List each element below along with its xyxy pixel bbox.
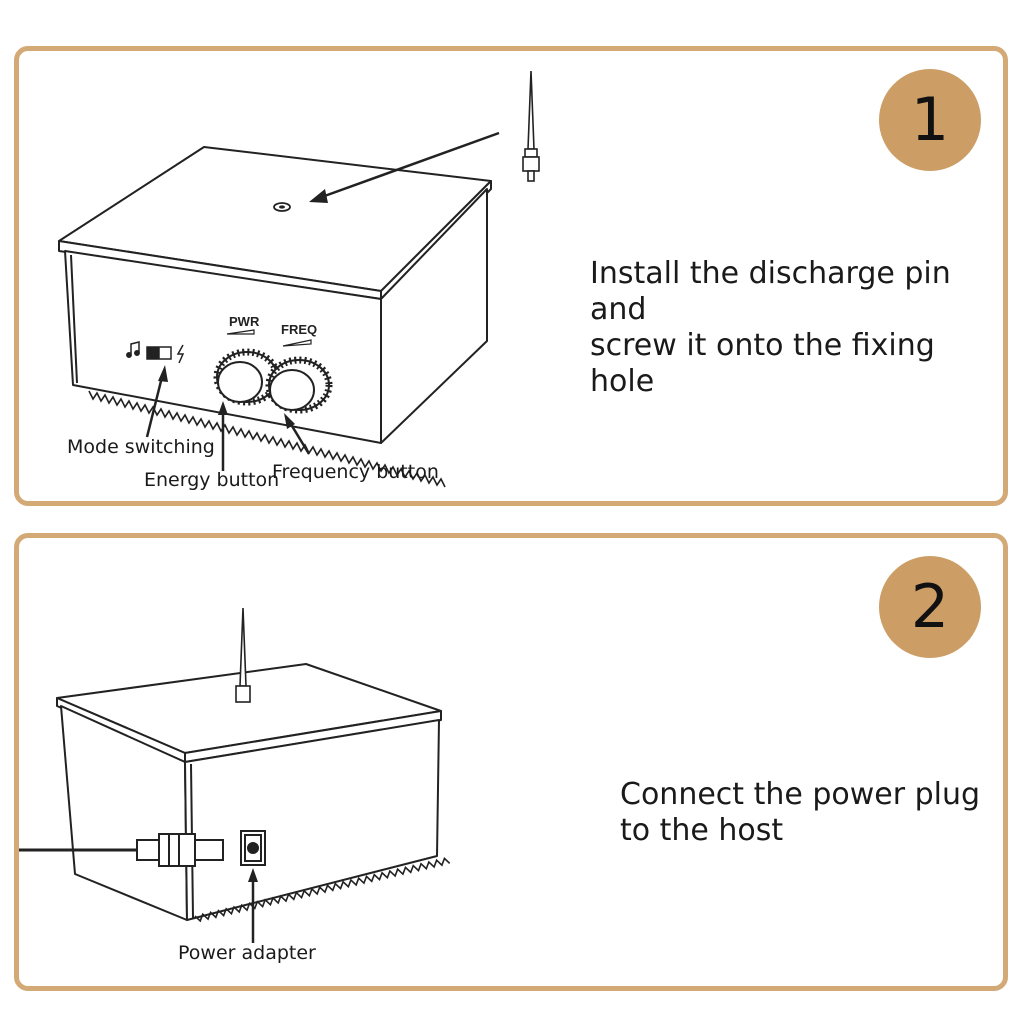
step-1-panel: 1 Install the discharge pin and screw it… [14,46,1008,506]
energy-knob[interactable] [213,348,281,406]
step-2-panel: 2 Connect the power plug to the host [14,533,1008,991]
step-1-device-illustration: PWR FREQ [58,70,540,488]
power-plug-icon [19,833,224,867]
mode-switch-icon [126,341,185,364]
device-front-face [184,719,440,921]
mode-callout-arrow [145,365,168,438]
energy-callout-arrow [218,401,228,471]
install-arrow [309,131,500,203]
frequency-knob[interactable] [265,356,333,414]
step-1-instruction: Install the discharge pin and screw it o… [590,256,951,399]
discharge-pin-icon [522,70,540,182]
step-1-badge: 1 [879,69,981,171]
freq-label: FREQ [281,322,317,337]
device-vent-teeth [194,857,451,923]
energy-button-callout: Energy button [144,469,280,491]
step-2-badge: 2 [879,556,981,658]
pwr-label: PWR [229,314,260,329]
device-right-face [380,188,488,444]
frequency-callout-arrow [284,413,311,455]
power-callout-arrow [248,868,258,943]
frequency-button-callout: Frequency button [272,461,439,483]
discharge-pin-icon [235,607,251,703]
step-2-instruction: Connect the power plug to the host [620,777,981,848]
power-jack-icon [240,830,266,866]
device-vent-teeth [88,390,446,488]
device-lid-front [184,710,442,763]
power-adapter-callout: Power adapter [178,942,316,964]
fixing-hole-icon [273,202,291,212]
step-2-device-illustration [19,607,451,943]
mode-switching-callout: Mode switching [67,436,215,458]
